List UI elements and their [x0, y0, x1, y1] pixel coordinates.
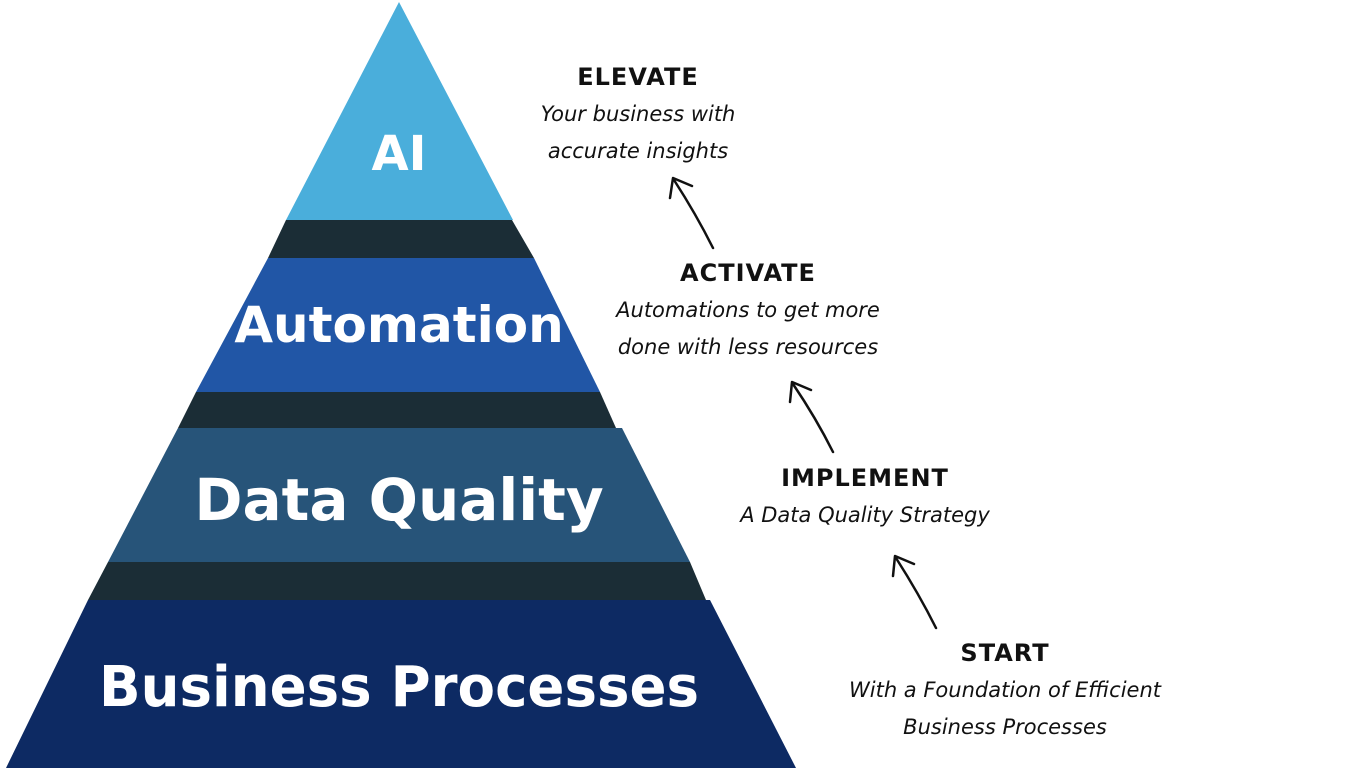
step-activate: ACTIVATE Automations to get more done wi…: [578, 254, 918, 366]
step-description: Automations to get more: [616, 298, 880, 322]
step-start: START With a Foundation of Efficient Bus…: [800, 634, 1210, 746]
step-title: ACTIVATE: [680, 259, 816, 287]
tier-label-ai: AI: [371, 126, 426, 182]
step-title: START: [960, 639, 1050, 667]
arrow-up-icon: [668, 176, 715, 250]
step-description: Business Processes: [903, 715, 1107, 739]
connector-automation-dataquality: [178, 392, 616, 428]
tier-label-data-quality: Data Quality: [194, 466, 603, 534]
step-description: accurate insights: [547, 139, 729, 163]
tier-automation: [196, 258, 600, 392]
step-description: Your business with: [540, 102, 736, 126]
tier-label-business-processes: Business Processes: [99, 655, 699, 720]
step-implement: IMPLEMENT A Data Quality Strategy: [700, 459, 1030, 534]
tier-business-processes: [6, 600, 796, 768]
connector-ai-automation: [268, 220, 534, 258]
step-description: With a Foundation of Efficient: [848, 678, 1162, 702]
tier-label-automation: Automation: [234, 296, 563, 354]
tier-data-quality: [108, 428, 690, 562]
arrow-up-icon: [891, 554, 938, 630]
step-title: IMPLEMENT: [781, 464, 949, 492]
connector-dataquality-business: [88, 562, 706, 600]
step-title: ELEVATE: [577, 63, 699, 91]
tier-ai: [286, 2, 513, 220]
step-description: A Data Quality Strategy: [740, 503, 990, 527]
arrow-up-icon: [788, 380, 835, 454]
step-elevate: ELEVATE Your business with accurate insi…: [498, 58, 778, 170]
step-description: done with less resources: [617, 335, 879, 359]
